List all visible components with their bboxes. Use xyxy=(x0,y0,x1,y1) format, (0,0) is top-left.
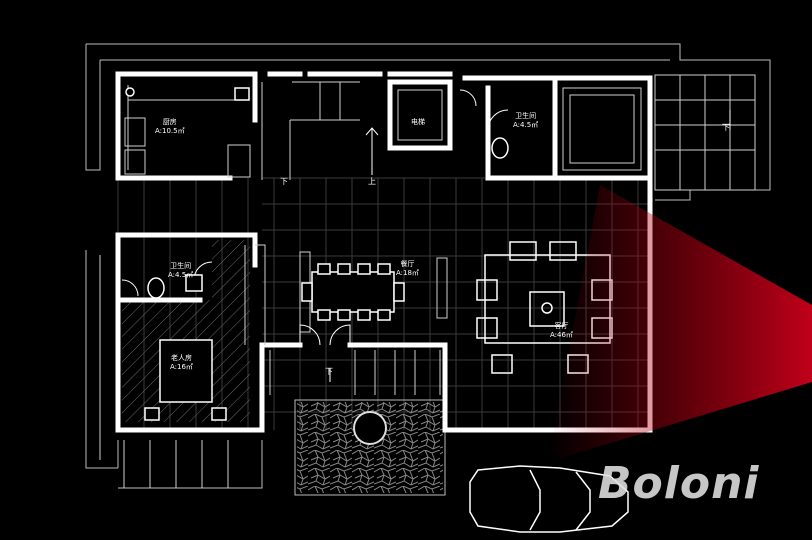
room-fixtures xyxy=(125,87,509,421)
room-area: A:46㎡ xyxy=(550,331,573,339)
room-name: 老人房 xyxy=(170,354,192,362)
camera-beam xyxy=(548,185,812,462)
room-name: 电梯 xyxy=(411,118,425,126)
room-name: 厨房 xyxy=(162,118,177,126)
stair-mark-down-right: 下 xyxy=(722,123,730,132)
room-area: A:16㎡ xyxy=(170,363,193,371)
bathroom-left-floor xyxy=(212,240,250,300)
dining-set xyxy=(301,263,405,321)
brand-logo-text: Boloni xyxy=(598,458,760,509)
stair-mark-down-entry: 下 xyxy=(325,367,333,376)
stair-mark-down-main: 下 xyxy=(280,177,288,186)
site-outline xyxy=(85,43,771,496)
car-outline xyxy=(469,465,629,533)
room-area: A:18㎡ xyxy=(396,269,419,277)
room-name: 客厅 xyxy=(554,322,569,330)
room-label-elevator: 电梯 xyxy=(411,118,425,127)
interior-lines xyxy=(99,74,756,488)
room-name: 卫生间 xyxy=(170,262,192,270)
room-area: A:10.5㎡ xyxy=(155,127,185,135)
courtyard-round-table xyxy=(353,411,387,445)
room-label-kitchen: 厨房 A:10.5㎡ xyxy=(155,118,185,136)
room-area: A:4.5㎡ xyxy=(168,271,194,279)
walls xyxy=(115,71,653,433)
room-label-bathroom-left: 卫生间 A:4.5㎡ xyxy=(168,262,193,280)
room-label-bathroom-top: 卫生间 A:4.5㎡ xyxy=(513,112,538,130)
room-area: A:4.5㎡ xyxy=(513,121,539,129)
stair-mark-up-main: 上 xyxy=(368,177,376,186)
room-name: 卫生间 xyxy=(515,112,537,120)
stair-arrows xyxy=(329,110,731,382)
room-label-dining: 餐厅 A:18㎡ xyxy=(396,260,419,278)
room-label-elder-room: 老人房 A:16㎡ xyxy=(170,354,193,372)
room-label-living: 客厅 A:46㎡ xyxy=(550,322,573,340)
room-name: 餐厅 xyxy=(400,260,415,268)
